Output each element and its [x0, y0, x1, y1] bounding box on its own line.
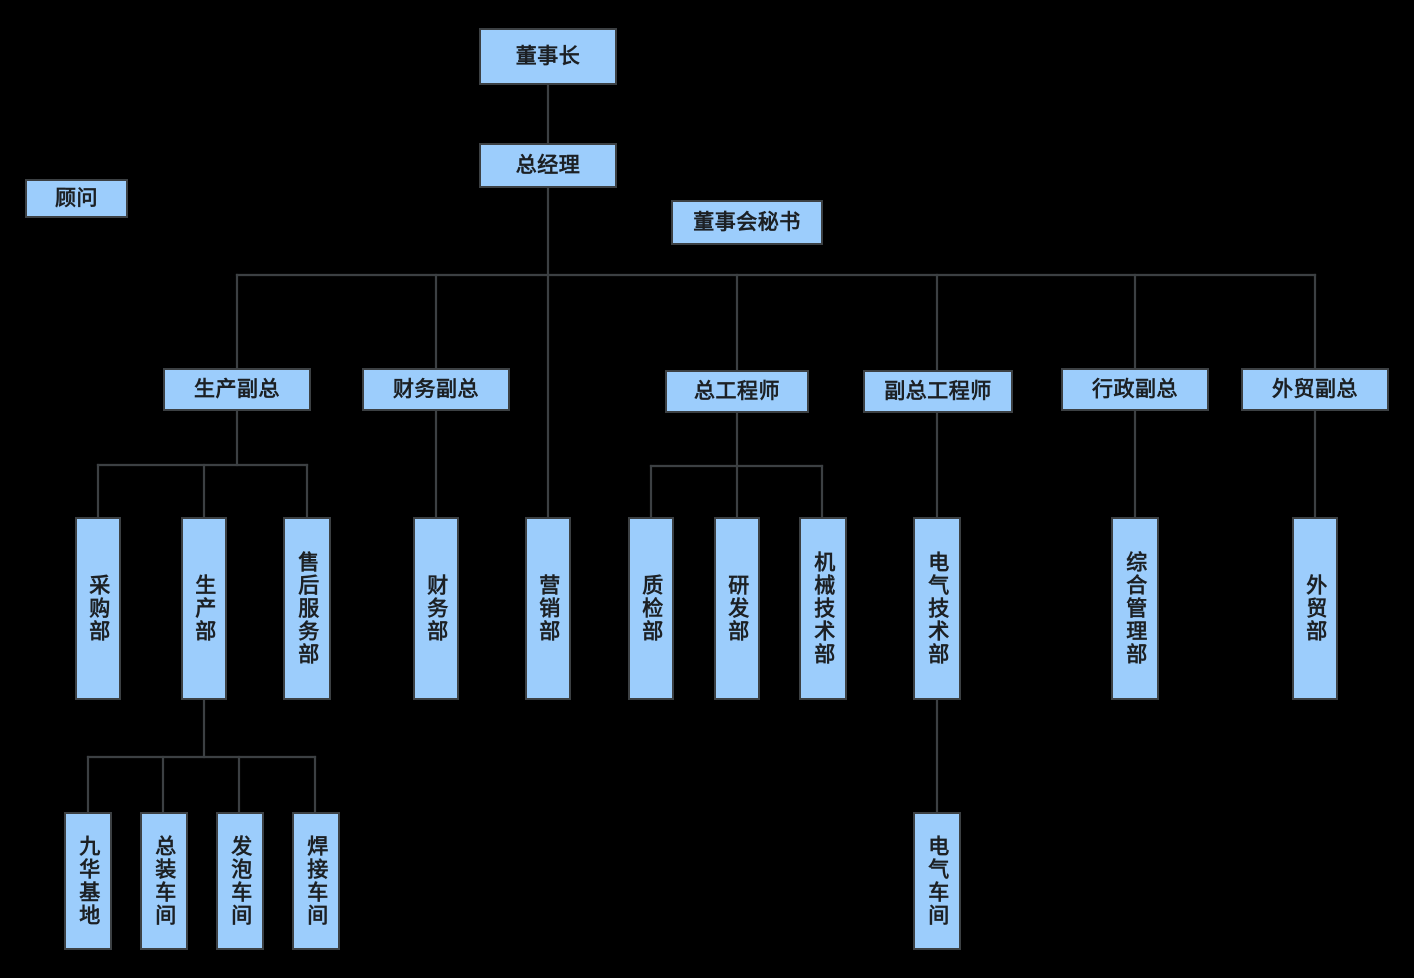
node-dept-mech-tech[interactable]: 机械技术部	[799, 517, 847, 700]
node-vp-finance[interactable]: 财务副总	[362, 368, 510, 411]
node-board-secretary-label: 董事会秘书	[693, 209, 801, 234]
node-dept-rnd-label: 研发部	[725, 574, 750, 643]
node-ws-electrical[interactable]: 电气车间	[913, 812, 961, 950]
node-dept-finance[interactable]: 财务部	[413, 517, 459, 700]
node-dept-purchasing-label: 采购部	[86, 574, 111, 643]
node-dept-elec-tech-label: 电气技术部	[925, 551, 950, 666]
node-dept-after-sales-label: 售后服务部	[295, 551, 320, 666]
node-advisor[interactable]: 顾问	[25, 179, 128, 218]
node-ws-foaming[interactable]: 发泡车间	[216, 812, 264, 950]
node-dept-purchasing[interactable]: 采购部	[75, 517, 121, 700]
node-ws-foaming-label: 发泡车间	[228, 835, 253, 927]
node-ws-assembly[interactable]: 总装车间	[140, 812, 188, 950]
node-dept-marketing-label: 营销部	[536, 574, 561, 643]
node-ws-welding-label: 焊接车间	[304, 835, 329, 927]
node-vp-finance-label: 财务副总	[393, 376, 479, 401]
node-dept-elec-tech[interactable]: 电气技术部	[913, 517, 961, 700]
node-deputy-chief-engineer-label: 副总工程师	[884, 378, 992, 403]
node-ws-jiuhua-base[interactable]: 九华基地	[64, 812, 112, 950]
node-dept-after-sales[interactable]: 售后服务部	[283, 517, 331, 700]
node-vp-foreign-trade-label: 外贸副总	[1272, 376, 1358, 401]
node-vp-administration-label: 行政副总	[1092, 376, 1178, 401]
node-ws-welding[interactable]: 焊接车间	[292, 812, 340, 950]
node-ws-assembly-label: 总装车间	[152, 835, 177, 927]
node-ws-electrical-label: 电气车间	[925, 835, 950, 927]
node-vp-production-label: 生产副总	[194, 376, 280, 401]
node-chairman[interactable]: 董事长	[479, 28, 617, 85]
node-dept-quality[interactable]: 质检部	[628, 517, 674, 700]
node-vp-foreign-trade[interactable]: 外贸副总	[1241, 368, 1389, 411]
node-dept-marketing[interactable]: 营销部	[525, 517, 571, 700]
node-dept-foreign-trade[interactable]: 外贸部	[1292, 517, 1338, 700]
node-dept-finance-label: 财务部	[424, 574, 449, 643]
node-dept-production-label: 生产部	[192, 574, 217, 643]
node-general-manager[interactable]: 总经理	[479, 143, 617, 188]
node-chief-engineer[interactable]: 总工程师	[665, 370, 809, 413]
node-general-manager-label: 总经理	[515, 152, 581, 177]
node-dept-quality-label: 质检部	[639, 574, 664, 643]
node-chief-engineer-label: 总工程师	[694, 378, 780, 403]
node-dept-rnd[interactable]: 研发部	[714, 517, 760, 700]
node-vp-administration[interactable]: 行政副总	[1061, 368, 1209, 411]
node-ws-jiuhua-base-label: 九华基地	[76, 835, 101, 927]
node-board-secretary[interactable]: 董事会秘书	[671, 200, 823, 245]
node-deputy-chief-engineer[interactable]: 副总工程师	[863, 370, 1013, 413]
node-dept-foreign-trade-label: 外贸部	[1303, 574, 1328, 643]
node-chairman-label: 董事长	[515, 43, 581, 68]
node-advisor-label: 顾问	[55, 185, 98, 210]
node-dept-production[interactable]: 生产部	[181, 517, 227, 700]
node-vp-production[interactable]: 生产副总	[163, 368, 311, 411]
node-dept-mech-tech-label: 机械技术部	[811, 551, 836, 666]
node-dept-general-admin-label: 综合管理部	[1123, 551, 1148, 666]
node-dept-general-admin[interactable]: 综合管理部	[1111, 517, 1159, 700]
